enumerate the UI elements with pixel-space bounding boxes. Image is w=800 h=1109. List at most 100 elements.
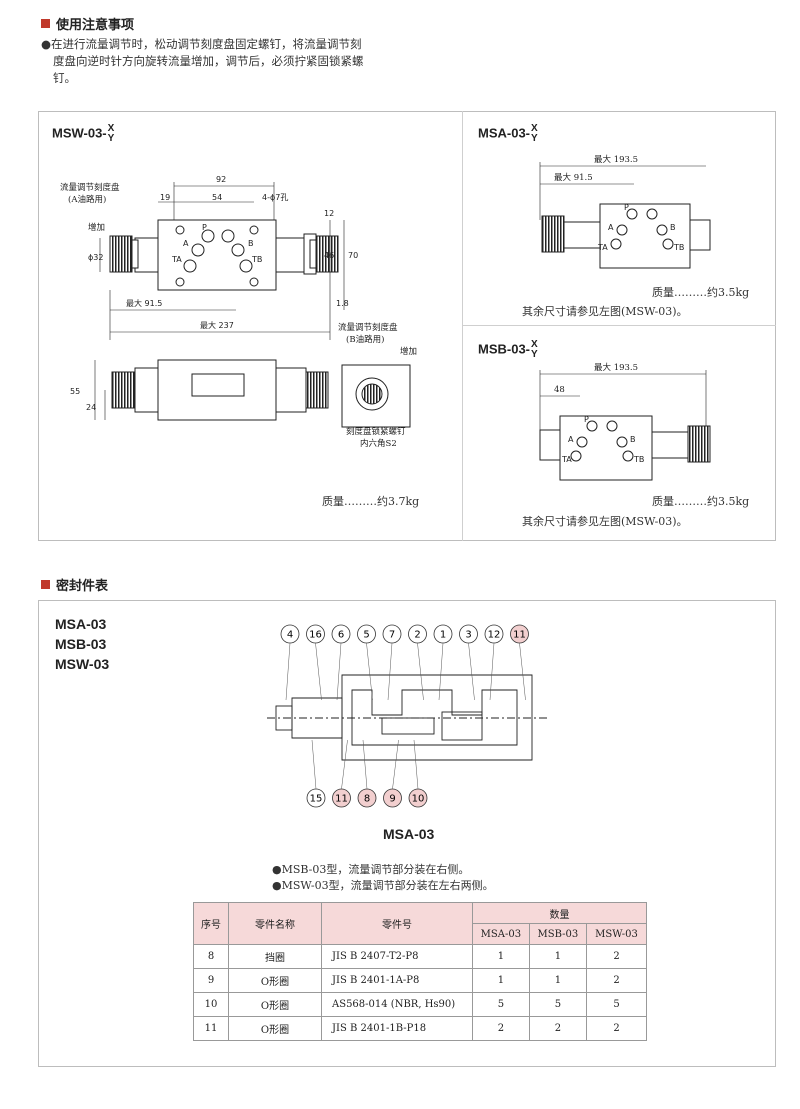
- callout-leader: [341, 739, 348, 790]
- port-ta: TA: [171, 255, 182, 264]
- table-row: 9 O形圈 JIS B 2401-1A-P8 1 1 2: [193, 968, 647, 993]
- port-ta: TA: [561, 455, 572, 464]
- dim-max-237: 最大 237: [200, 320, 234, 330]
- dim-32: ϕ32: [88, 253, 103, 262]
- dim-55: 55: [70, 387, 80, 396]
- callout-leader: [392, 739, 399, 790]
- cell-no: 8: [193, 944, 229, 969]
- port-p: P: [624, 203, 629, 212]
- section-title-precautions: 使用注意事项: [41, 14, 134, 33]
- msa-mass: 质量………约3.5kg: [652, 286, 750, 299]
- note-line: 度盘向逆时针方向旋转流量增加，调节后，必须拧紧固锁紧螺: [53, 54, 364, 68]
- msw-front-view: 55 24: [70, 359, 329, 421]
- dim-70: 70: [348, 251, 358, 260]
- col-no: 序号: [193, 902, 229, 945]
- port-tb: TB: [673, 243, 684, 252]
- dim-46: 46: [324, 251, 334, 260]
- dim-48: 48: [554, 385, 565, 395]
- parts-table: 序号 零件名称 零件号 数量 MSA-03 MSB-03 MSW-03 8 挡圈…: [193, 902, 647, 1041]
- msw-mass: 质量………约3.7kg: [322, 495, 420, 508]
- dim-24: 24: [86, 403, 96, 412]
- port-b: B: [630, 435, 636, 444]
- table-row: 8 挡圈 JIS B 2407-T2-P8 1 1 2: [193, 944, 647, 969]
- port-a: A: [568, 435, 574, 444]
- col-msb: MSB-03: [528, 923, 588, 945]
- callout-leader: [387, 642, 393, 701]
- model-name: MSA-03: [55, 616, 107, 632]
- model-name: MSB-03: [55, 636, 107, 652]
- seal-panel: [38, 600, 776, 1067]
- dim-max-91-5: 最大 91.5: [126, 298, 162, 308]
- cell-name: O形圈: [228, 1016, 322, 1041]
- dial-label: 流量调节刻度盘: [60, 182, 120, 193]
- panel-divider: [462, 325, 776, 326]
- dim-max-193-5: 最大 193.5: [594, 362, 638, 373]
- panel-divider: [462, 111, 463, 541]
- callout-leader: [468, 642, 475, 701]
- section-marker: [41, 19, 50, 28]
- col-qty: 数量: [472, 902, 647, 924]
- diagram-caption: MSA-03: [383, 826, 435, 842]
- cell-msw: 2: [586, 968, 647, 993]
- section-marker: [41, 580, 50, 589]
- port-p: P: [202, 223, 207, 232]
- dial-b-label: 流量调节刻度盘: [338, 322, 398, 333]
- hex-label: 内六角S2: [360, 438, 397, 449]
- msb-ref-note: 其余尺寸请参见左图(MSW-03)。: [522, 515, 688, 528]
- cell-msw: 2: [586, 944, 647, 969]
- col-msa: MSA-03: [472, 923, 530, 945]
- cell-no: 10: [193, 992, 229, 1017]
- callout-leader: [489, 642, 495, 701]
- col-part: 零件号: [321, 902, 473, 945]
- callout-leader: [417, 642, 424, 701]
- model-name: MSW-03: [55, 656, 110, 672]
- port-ta: TA: [597, 243, 608, 252]
- port-a: A: [608, 223, 614, 232]
- msb-mass: 质量………约3.5kg: [652, 495, 750, 508]
- cell-no: 11: [193, 1016, 229, 1041]
- callout-leader: [438, 642, 444, 701]
- seal-models: MSA-03 MSB-03 MSW-03: [55, 614, 109, 674]
- table-row: 10 O形圈 AS568-014 (NBR, Hs90) 5 5 5: [193, 992, 647, 1017]
- col-msw: MSW-03: [586, 923, 647, 945]
- cell-msw: 2: [586, 1016, 647, 1041]
- increase-b-label: 增加: [400, 346, 417, 357]
- port-b: B: [670, 223, 676, 232]
- callout-number: 16: [309, 630, 322, 641]
- cell-msw: 5: [586, 992, 647, 1017]
- cell-part: JIS B 2401-1B-P18: [321, 1016, 473, 1041]
- cell-msb: 1: [528, 968, 588, 993]
- msa-drawing: 最大 193.5 最大 91.5 P A B TA TB: [539, 154, 711, 269]
- callout-number: 5: [363, 630, 369, 641]
- section-title-seals: 密封件表: [41, 575, 108, 594]
- msb-drawing: 最大 193.5 48 P A B TA TB: [539, 362, 711, 481]
- callout-number: 1: [440, 630, 446, 641]
- callout-number: 3: [465, 630, 471, 641]
- cell-msa: 1: [472, 968, 530, 993]
- callout-number: 11: [335, 794, 348, 805]
- lock-screw-label: 刻度盘锁紧螺钉: [346, 426, 406, 437]
- callout-number: 8: [364, 794, 370, 805]
- cell-msb: 2: [528, 1016, 588, 1041]
- dim-max-91-5: 最大 91.5: [554, 172, 593, 183]
- dim-54: 54: [212, 193, 222, 202]
- dim-92: 92: [216, 175, 226, 184]
- msa-ref-note: 其余尺寸请参见左图(MSW-03)。: [522, 305, 688, 318]
- note-line: ●在进行流量调节时，松动调节刻度盘固定螺钉，将流量调节刻: [41, 37, 362, 51]
- callout-number: 6: [338, 630, 344, 641]
- callout-leader: [519, 642, 526, 701]
- note-line: 钉。: [53, 71, 76, 85]
- callout-number: 4: [287, 630, 293, 641]
- cell-msa: 2: [472, 1016, 530, 1041]
- note-msw: ●MSW-03型，流量调节部分装在左右两侧。: [272, 879, 494, 892]
- precaution-note: ●在进行流量调节时，松动调节刻度盘固定螺钉，将流量调节刻 度盘向逆时针方向旋转流…: [41, 36, 441, 87]
- callout-leader: [336, 642, 342, 701]
- dial-b-sub-label: (B油路用): [346, 334, 384, 345]
- callout-leader: [285, 642, 291, 701]
- port-tb: TB: [251, 255, 262, 264]
